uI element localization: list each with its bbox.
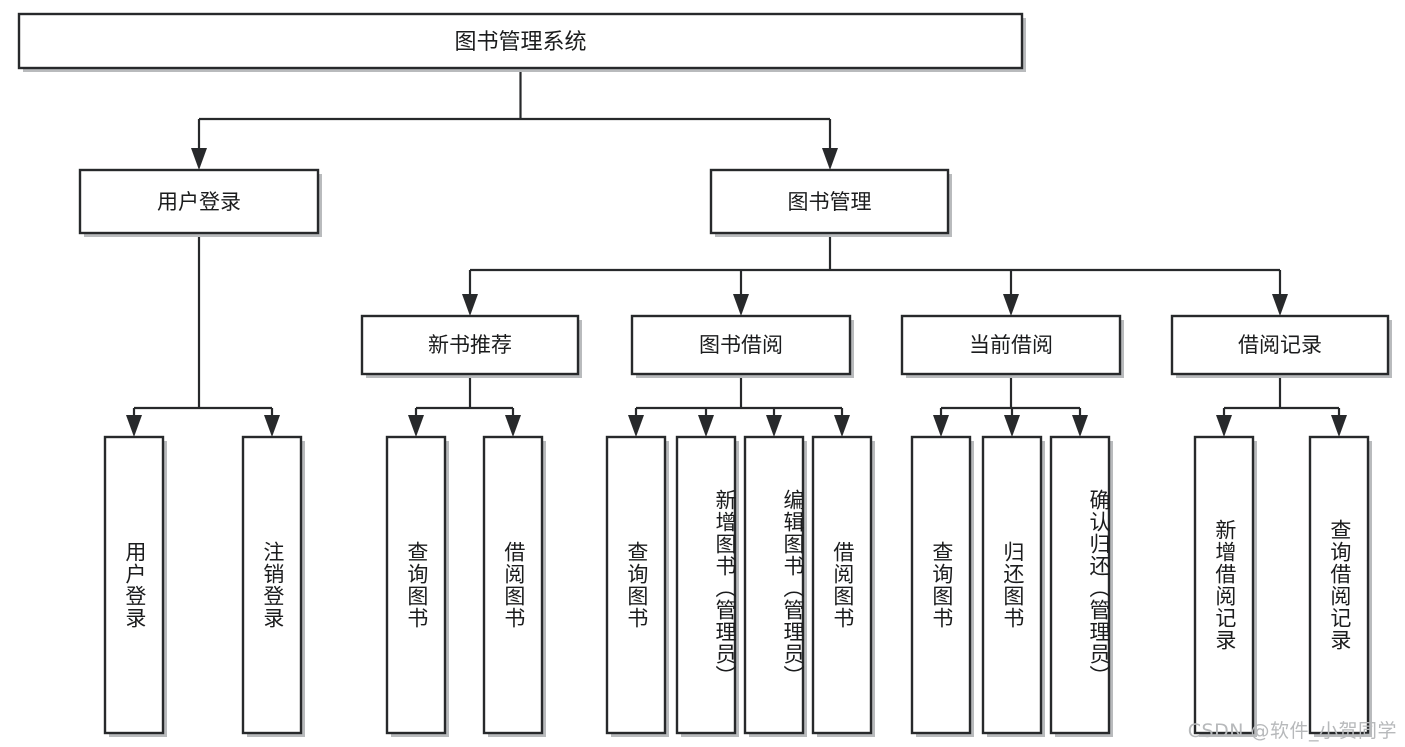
book-borrow-box	[630, 314, 852, 376]
csdn-watermark: CSDN @软件_小贺同学	[1187, 720, 1397, 742]
node-user-login[interactable]: 用户登录	[78, 168, 322, 237]
arrow-borrow-to-leaf4	[834, 415, 850, 437]
leaf-boxes-group	[103, 435, 1372, 737]
user-login-box	[78, 168, 320, 235]
arrow-root-to-userlogin	[191, 148, 207, 170]
leaf-box-13[interactable]	[1308, 435, 1370, 735]
leaf-box-11[interactable]	[1049, 435, 1111, 735]
arrow-userlogin-to-leaf2	[264, 415, 280, 437]
arrow-record-to-leaf1	[1216, 415, 1232, 437]
leaf-box-10[interactable]	[981, 435, 1043, 735]
arrow-current-to-leaf3	[1072, 415, 1088, 437]
leaf-box-12[interactable]	[1193, 435, 1255, 735]
node-new-book-recommend[interactable]: 新书推荐	[360, 314, 582, 378]
root-box	[17, 12, 1024, 70]
arrow-borrow-to-leaf1	[628, 415, 644, 437]
book-management-label: 图书管理	[788, 190, 872, 214]
arrow-bookmgmt-to-current	[1003, 294, 1019, 316]
leaf-box-9[interactable]	[910, 435, 972, 735]
arrow-current-to-leaf2	[1004, 415, 1020, 437]
arrow-record-to-leaf2	[1331, 415, 1347, 437]
arrow-newbook-to-leaf1	[408, 415, 424, 437]
root-label: 图书管理系统	[454, 30, 586, 55]
arrow-bookmgmt-to-borrow	[733, 294, 749, 316]
arrow-newbook-to-leaf2	[505, 415, 521, 437]
arrow-borrow-to-leaf3	[766, 415, 782, 437]
node-current-borrow[interactable]: 当前借阅	[900, 314, 1124, 378]
node-book-borrow[interactable]: 图书借阅	[630, 314, 854, 378]
user-login-label: 用户登录	[157, 190, 241, 214]
new-book-recommend-box	[360, 314, 580, 376]
arrow-bookmgmt-to-newbook	[462, 294, 478, 316]
book-management-box	[709, 168, 950, 235]
book-borrow-label: 图书借阅	[699, 333, 783, 357]
arrow-current-to-leaf1	[933, 415, 949, 437]
leaf-box-2[interactable]	[241, 435, 303, 735]
leaf-box-6[interactable]	[675, 435, 737, 735]
node-borrow-record[interactable]: 借阅记录	[1170, 314, 1392, 378]
leaf-box-3[interactable]	[385, 435, 447, 735]
leaf-box-5[interactable]	[605, 435, 667, 735]
current-borrow-box	[900, 314, 1122, 376]
leaf-box-8[interactable]	[811, 435, 873, 735]
arrow-root-to-bookmgmt	[822, 148, 838, 170]
leaf-box-4[interactable]	[482, 435, 544, 735]
connectors-group	[126, 68, 1347, 437]
borrow-record-box	[1170, 314, 1390, 376]
new-book-recommend-label: 新书推荐	[428, 333, 512, 357]
arrow-borrow-to-leaf2	[698, 415, 714, 437]
leaf-box-7[interactable]	[743, 435, 805, 735]
current-borrow-label: 当前借阅	[969, 333, 1053, 357]
arrow-bookmgmt-to-record	[1272, 294, 1288, 316]
leaf-box-1[interactable]	[103, 435, 165, 735]
borrow-record-label: 借阅记录	[1238, 333, 1322, 357]
arrow-userlogin-to-leaf1	[126, 415, 142, 437]
node-book-management[interactable]: 图书管理	[709, 168, 952, 237]
node-root[interactable]: 图书管理系统	[17, 12, 1026, 72]
